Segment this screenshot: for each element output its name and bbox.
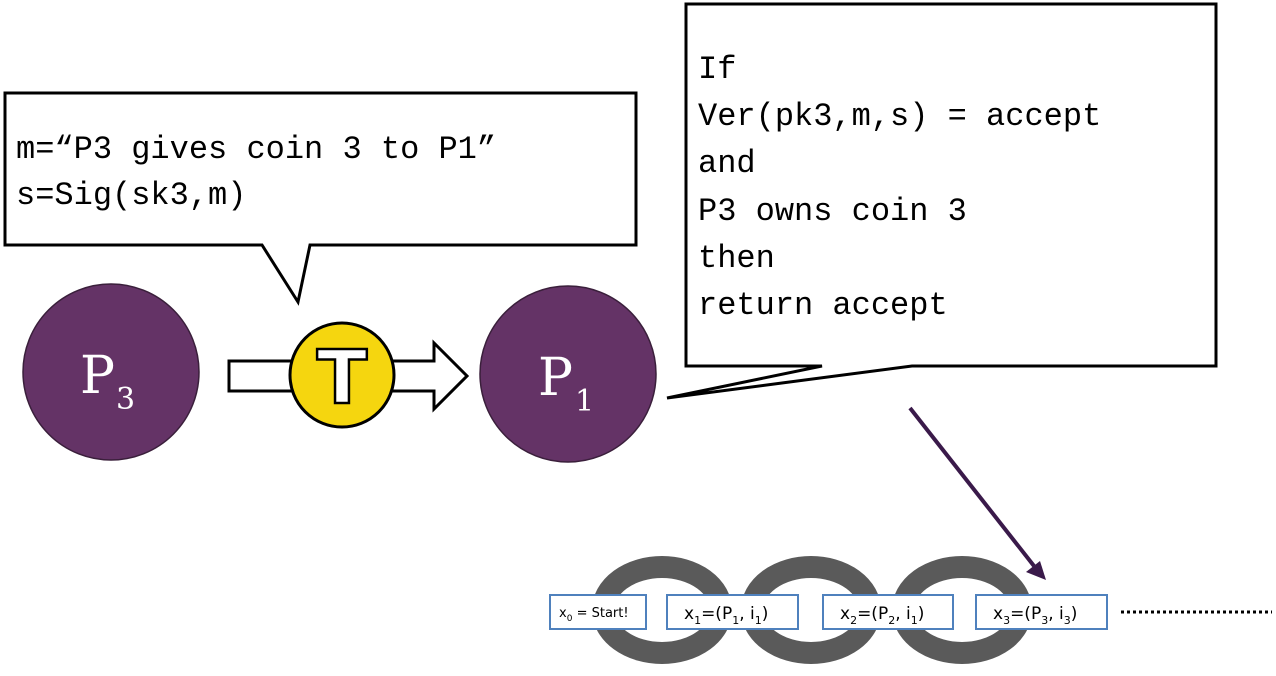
receiver-subscript: 1 xyxy=(575,384,594,419)
chain-block-0-text: x0 = Start! xyxy=(559,606,629,624)
chain-block-0: x0 = Start! xyxy=(549,594,647,630)
verification-line-4: P3 owns coin 3 xyxy=(698,193,967,230)
signed-message-bubble-shape xyxy=(3,91,638,306)
chain-block-3-box xyxy=(975,594,1108,630)
verification-bubble-shape xyxy=(666,2,1218,400)
chain-links xyxy=(592,556,1032,664)
coin: T xyxy=(288,321,396,429)
verification-line-6: return accept xyxy=(698,287,948,324)
verification-bubble: If Ver(pk3,m,s) = accept and P3 owns coi… xyxy=(666,2,1218,400)
chain-block-1-text: x1=(P1, i1) xyxy=(684,604,768,627)
ledger-pointer-head xyxy=(1026,561,1046,580)
signed-message-line-1: m=“P3 gives coin 3 to P1” xyxy=(16,131,496,168)
receiver-circle xyxy=(479,285,657,463)
receiver-node: P 1 xyxy=(479,285,657,463)
verification-line-2: Ver(pk3,m,s) = accept xyxy=(698,98,1101,135)
sender-node: P 3 xyxy=(22,283,200,461)
coin-circle xyxy=(288,321,396,429)
chain-block-2-text: x2=(P2, i1) xyxy=(840,604,924,627)
ledger-pointer-line xyxy=(908,406,1036,568)
chain-block-1-box xyxy=(666,594,799,630)
receiver-label: P xyxy=(538,348,573,408)
sender-circle xyxy=(22,283,200,461)
verification-line-5: then xyxy=(698,240,775,277)
verification-line-3: and xyxy=(698,145,756,182)
sender-subscript: 3 xyxy=(116,382,135,417)
chain-block-0-box xyxy=(549,594,647,630)
chain-block-2-box xyxy=(822,594,954,630)
chain-block-2: x2=(P2, i1) xyxy=(822,594,954,630)
signed-message-line-2: s=Sig(sk3,m) xyxy=(16,177,246,214)
verification-line-1: If xyxy=(698,51,736,88)
sender-label: P xyxy=(80,346,115,406)
coin-label: T xyxy=(317,335,368,421)
chain-block-1: x1=(P1, i1) xyxy=(666,594,799,630)
signed-message-bubble: m=“P3 gives coin 3 to P1” s=Sig(sk3,m) xyxy=(3,91,638,306)
chain-block-3: x3=(P3, i3) xyxy=(975,594,1108,630)
chain-block-3-text: x3=(P3, i3) xyxy=(993,604,1077,627)
ledger-pointer-arrow xyxy=(908,406,1046,580)
